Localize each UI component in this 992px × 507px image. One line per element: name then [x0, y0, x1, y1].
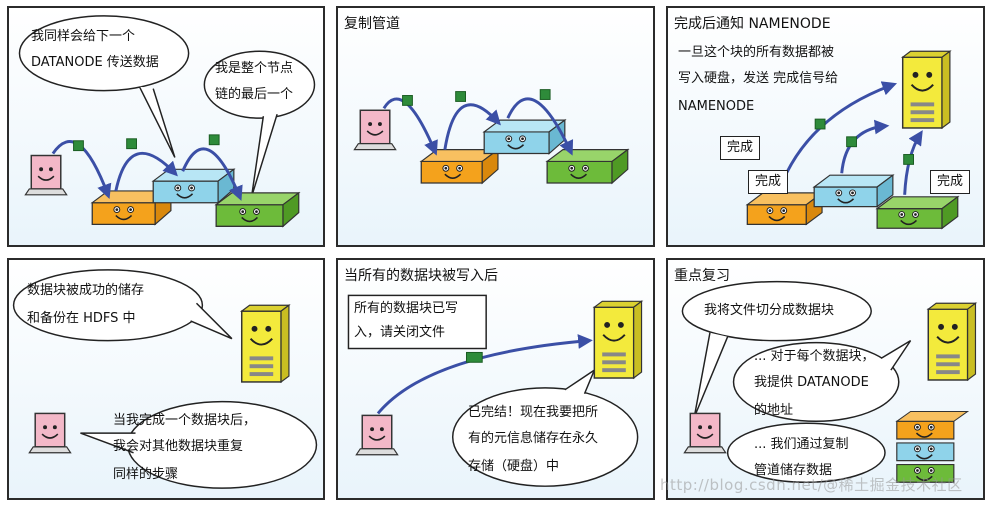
bubble-text: 写入硬盘，发送 完成信号给 [678, 71, 839, 86]
complete-tag: 完成 [720, 136, 761, 160]
bubble-text: 存储（硬盘）中 [468, 459, 560, 474]
panel-notify-namenode: 完成后通知 NAMENODE 一旦这个块的所有数据都被 写入硬盘，发送 完成信号… [666, 6, 985, 247]
watermark: http://blog.csdn.net/@稀土掘金技术社区 [660, 476, 963, 494]
data-packet-icon [539, 89, 551, 100]
panel-replication-pipeline: 复制管道 [336, 6, 655, 247]
client-laptop-icon [24, 154, 68, 196]
panel-review: 重点复习 我将文件切分成数据块 ... 对于每个数据块， 我提供 DATANOD… [666, 258, 985, 500]
data-packet-icon [73, 140, 84, 152]
bubble-text: 我将文件切分成数据块 [704, 303, 835, 318]
panel-3-art [745, 50, 960, 230]
client-laptop-icon [355, 414, 399, 456]
bubble-text: 链的最后一个 [215, 87, 294, 102]
namenode-server-icon [901, 50, 951, 129]
client-laptop-icon [28, 412, 72, 454]
complete-tag: 完成 [930, 170, 971, 194]
panel-4-art [12, 269, 318, 489]
data-packet-icon [903, 154, 915, 165]
speech-bubble [732, 341, 900, 423]
data-arrow [376, 334, 593, 415]
data-packet-icon [455, 91, 466, 102]
message-text: 入，请关闭文件 [354, 325, 446, 340]
data-arrow [840, 119, 890, 174]
speech-bubble [12, 269, 204, 342]
bubble-text: 当我完成一个数据块后， [113, 413, 257, 428]
datanode-green-icon [875, 195, 960, 230]
speech-bubble [203, 50, 316, 119]
bubble-text: 数据块被成功的储存 [27, 283, 145, 298]
bubble-text: 有的元信息储存在永久 [468, 431, 599, 446]
panel-pipeline-forwarding: 我同样会给下一个 DATANODE 传送数据 我是整个节点 链的最后一个 [7, 6, 325, 247]
panel-title: 重点复习 [674, 268, 730, 284]
panel-title: 复制管道 [344, 16, 400, 32]
bubble-text: 我提供 DATANODE [754, 375, 869, 390]
panel-stored-in-hdfs: 数据块被成功的储存 和备份在 HDFS 中 当我完成一个数据块后， 我会对其他数… [7, 258, 325, 500]
bubble-text: 和备份在 HDFS 中 [27, 311, 136, 326]
panel-2-art [353, 89, 630, 185]
data-packet-icon [814, 118, 826, 130]
bubble-text: 已完结！现在我要把所 [468, 405, 599, 420]
complete-tag: 完成 [748, 170, 789, 194]
panel-title: 完成后通知 NAMENODE [674, 16, 831, 32]
bubble-text: 我同样会给下一个 [31, 29, 136, 44]
panel-6-art [681, 280, 977, 484]
data-packet-icon [465, 351, 483, 363]
panel-close-file: 当所有的数据块被写入后 所有的数据块已写 入，请关闭文件 已完结！现在我要把所 … [336, 258, 655, 500]
data-packet-icon [208, 134, 220, 146]
data-packet-icon [846, 136, 857, 148]
datanode-orange-icon [419, 148, 500, 185]
datanode-stack-icon [895, 410, 970, 483]
data-packet-icon [126, 138, 137, 150]
datanode-green-icon [214, 191, 301, 228]
panel-title: 当所有的数据块被写入后 [344, 268, 498, 284]
client-laptop-icon [353, 109, 397, 151]
speech-bubble [18, 15, 190, 92]
namenode-server-icon [240, 304, 290, 383]
message-text: 所有的数据块已写 [354, 301, 459, 316]
namenode-server-icon [593, 300, 643, 380]
bubble-text: 的地址 [754, 403, 794, 418]
bubble-text: 我是整个节点 [215, 61, 294, 76]
bubble-text: 一旦这个块的所有数据都被 [678, 45, 835, 60]
namenode-server-icon [927, 302, 977, 381]
speech-bubble [451, 387, 639, 487]
datanode-blue-icon [151, 168, 236, 205]
data-arrow [181, 147, 243, 201]
datanode-orange-icon [745, 191, 824, 226]
bubble-text: NAMENODE [678, 99, 755, 114]
datanode-blue-icon [812, 173, 895, 208]
bubble-text: 同样的步骤 [113, 467, 179, 482]
data-arrow [506, 97, 574, 156]
bubble-text: ... 对于每个数据块， [754, 349, 875, 364]
panel-5-art [347, 294, 643, 487]
datanode-orange-icon [90, 189, 173, 226]
bubble-text: ... 我们通过复制 [754, 437, 849, 452]
speech-bubble [726, 422, 886, 484]
data-packet-icon [402, 95, 413, 106]
bubble-text: 我会对其他数据块重复 [113, 439, 244, 454]
data-arrow [443, 103, 501, 150]
datanode-blue-icon [482, 118, 567, 155]
data-arrow [114, 151, 178, 192]
bubble-text: DATANODE 传送数据 [31, 55, 159, 70]
message-box [347, 294, 487, 350]
panel-1-art [18, 15, 316, 228]
speech-bubble [681, 280, 872, 342]
datanode-green-icon [545, 148, 630, 185]
client-laptop-icon [683, 412, 727, 454]
bubble-text: 管道储存数据 [754, 463, 833, 478]
